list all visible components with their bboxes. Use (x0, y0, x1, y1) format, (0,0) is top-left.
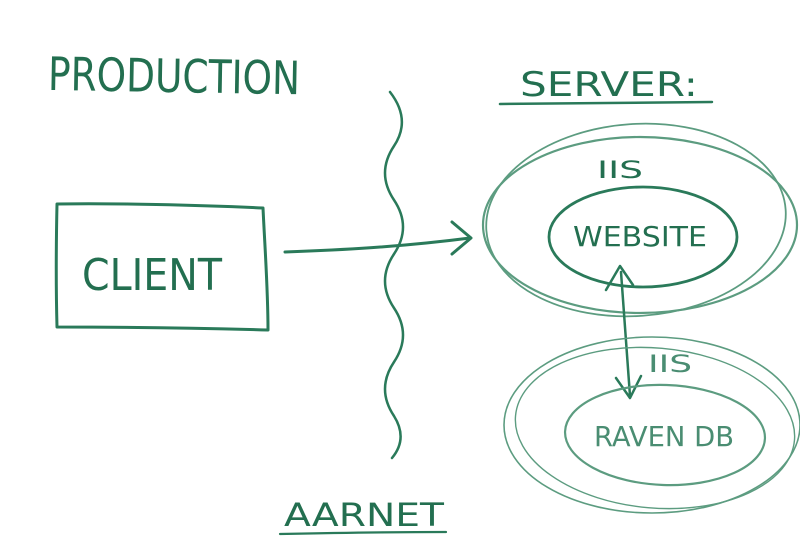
connection-arrowhead-bottom (614, 374, 643, 400)
network-boundary-line (383, 90, 405, 460)
iis-outer-ellipse (481, 135, 799, 315)
raven-label: RAVEN DB (594, 420, 734, 453)
iis-website-container: IIS (481, 122, 799, 318)
raven-ellipse (563, 383, 767, 487)
connection-line (619, 270, 632, 398)
iis-outer-label: IIS (597, 156, 643, 184)
client-label: CLIENT (82, 250, 222, 301)
iis-lower-ellipse-second-stroke (514, 346, 796, 510)
website-label: WEBSITE (573, 220, 707, 253)
arrow-shaft (283, 236, 472, 254)
client-node: CLIENT (54, 202, 270, 332)
website-ellipse (547, 185, 739, 289)
aarnet-underline (278, 530, 448, 536)
diagram-title: PRODUCTION (48, 47, 301, 105)
connection-arrowhead-top (604, 264, 635, 292)
client-box (54, 202, 270, 332)
aarnet-label: AARNET (284, 496, 445, 534)
website-node: WEBSITE (547, 185, 739, 289)
iis-outer-ellipse-second-stroke (485, 122, 787, 318)
aarnet-group-label: AARNET (278, 496, 448, 536)
arrow-head (450, 220, 473, 256)
client-to-server-arrow (283, 220, 473, 256)
server-group-label: SERVER: (498, 65, 714, 106)
iis-raven-container: IIS (503, 336, 800, 514)
website-raven-connection (604, 264, 643, 400)
server-underline (498, 100, 714, 106)
iis-lower-ellipse (503, 336, 800, 514)
server-label: SERVER: (520, 65, 698, 105)
iis-lower-label: IIS (648, 350, 692, 378)
raven-db-node: RAVEN DB (563, 383, 767, 487)
